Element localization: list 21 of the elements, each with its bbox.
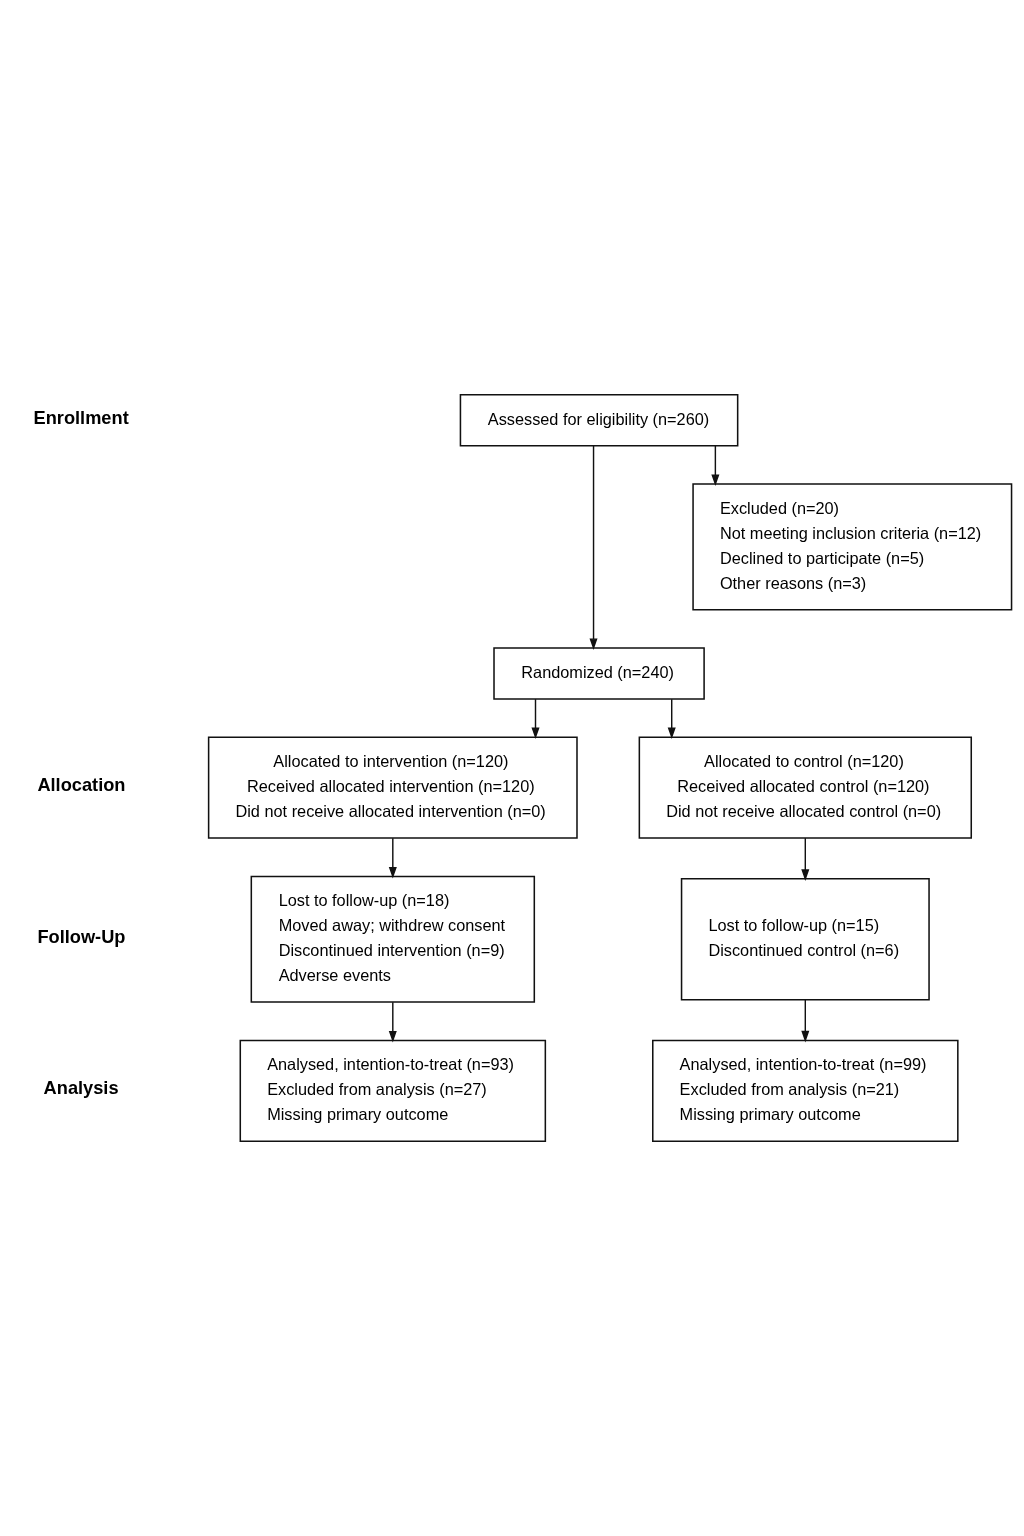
- arrow: [589, 445, 598, 650]
- arrow: [801, 837, 810, 881]
- node-box: Randomized (n=240): [493, 647, 705, 700]
- node-box: Allocated to intervention (n=120) Received allocated intervention (n=120) Did not receive allocated intervention (n=0): [207, 736, 578, 839]
- node-box: Lost to follow-up (n=15) Discontinued control (n=6): [680, 878, 930, 1001]
- node-box: Analysed, intention-to-treat (n=99) Excluded from analysis (n=21) Missing primary outcome: [652, 1039, 959, 1142]
- label: Allocation: [37, 775, 126, 796]
- label: Analysis: [43, 1078, 119, 1099]
- arrow: [801, 999, 810, 1043]
- label: Follow-Up: [37, 926, 126, 947]
- arrow: [531, 698, 540, 740]
- node-box: Analysed, intention-to-treat (n=93) Excluded from analysis (n=27) Missing primary outcome: [239, 1039, 547, 1142]
- arrow: [667, 698, 676, 740]
- node-box: Excluded (n=20) Not meeting inclusion criteria (n=12) Declined to participate (n=5) Other reasons (n=3): [692, 483, 1013, 611]
- node-box: Lost to follow-up (n=18) Moved away; withdrew consent Discontinued intervention (n=9) Adverse events: [250, 875, 536, 1003]
- label: Enrollment: [33, 407, 129, 428]
- node-box: Assessed for eligibility (n=260): [459, 394, 739, 447]
- arrow: [388, 1001, 397, 1043]
- node-box: Allocated to control (n=120) Received allocated control (n=120) Did not receive allocated control (n=0): [638, 736, 973, 839]
- arrow: [388, 837, 397, 879]
- arrow: [711, 445, 720, 487]
